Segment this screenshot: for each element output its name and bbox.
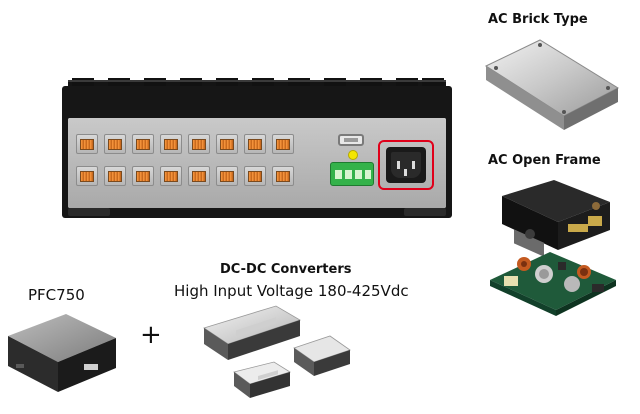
status-led-icon (348, 150, 358, 160)
pfc-module-image (4, 308, 120, 398)
ethernet-port[interactable] (244, 134, 266, 154)
dcdc-module-large-image (200, 302, 304, 364)
dcdc-voltage-label: High Input Voltage 180-425Vdc (174, 282, 409, 300)
ac-brick-module-image (482, 36, 622, 136)
plus-sign: + (140, 320, 162, 350)
ethernet-port[interactable] (244, 166, 266, 186)
ethernet-port[interactable] (188, 134, 210, 154)
dcdc-module-medium-image (290, 332, 354, 380)
ethernet-port[interactable] (76, 166, 98, 186)
ethernet-port[interactable] (216, 166, 238, 186)
ethernet-port[interactable] (104, 134, 126, 154)
ethernet-port[interactable] (216, 134, 238, 154)
ethernet-port[interactable] (104, 166, 126, 186)
usb-port-icon[interactable] (338, 134, 364, 146)
ethernet-port[interactable] (76, 134, 98, 154)
ethernet-port[interactable] (160, 134, 182, 154)
ac-power-inlet-highlight (378, 140, 434, 190)
ac-open-frame-module-image (484, 176, 624, 326)
ac-power-inlet-icon[interactable] (386, 147, 426, 183)
switch-enclosure (62, 54, 452, 218)
ethernet-port[interactable] (160, 166, 182, 186)
ethernet-port[interactable] (188, 166, 210, 186)
pfc-label: PFC750 (28, 286, 85, 304)
ac-brick-label: AC Brick Type (488, 12, 588, 27)
ac-open-frame-label: AC Open Frame (488, 153, 601, 168)
ethernet-port[interactable] (132, 166, 154, 186)
ethernet-port[interactable] (272, 134, 294, 154)
ethernet-port[interactable] (272, 166, 294, 186)
dcdc-title-label: DC-DC Converters (220, 262, 352, 277)
ethernet-port[interactable] (132, 134, 154, 154)
dcdc-module-small-image (230, 358, 294, 402)
led-indicator-panel (330, 162, 374, 186)
